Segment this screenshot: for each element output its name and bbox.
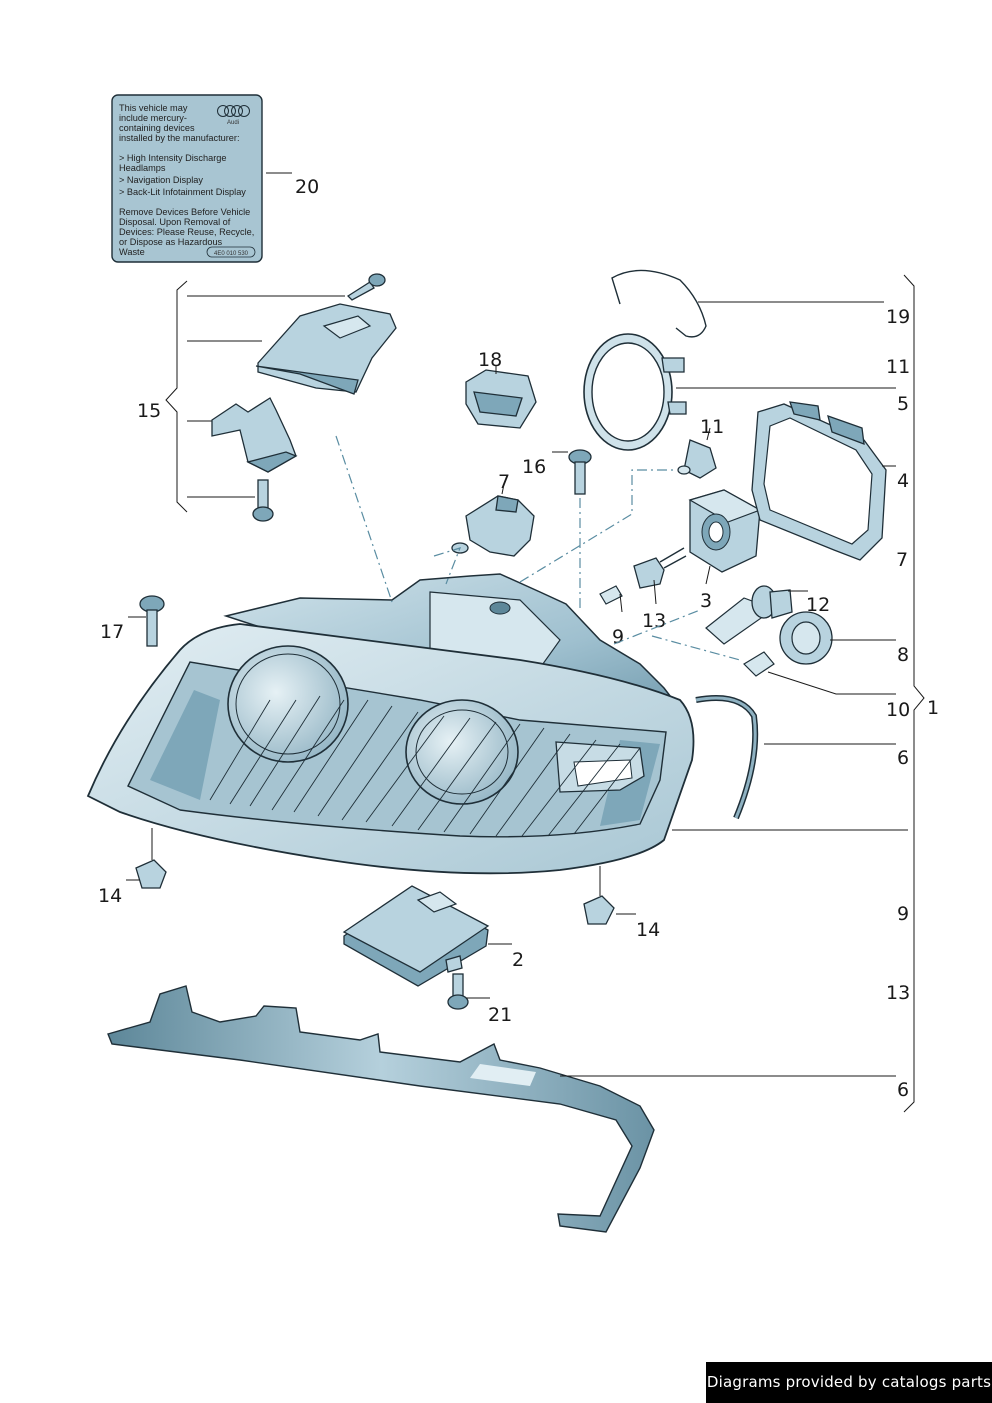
label-line: Waste <box>119 247 145 257</box>
label-line: containing devices <box>119 123 195 133</box>
label-line: Disposal. Upon Removal of <box>119 217 231 227</box>
callout-18: 18 <box>478 349 502 371</box>
label-line: > Navigation Display <box>119 175 203 185</box>
label-line: > High Intensity Discharge <box>119 153 227 163</box>
callout-16: 16 <box>522 456 546 478</box>
label-line: or Dispose as Hazardous <box>119 237 223 247</box>
callout-9-right: 9 <box>897 903 909 925</box>
label-part-number: 4E0 010 530 <box>214 251 249 257</box>
callout-5: 5 <box>897 393 909 415</box>
label-line: This vehicle may <box>119 103 188 113</box>
ignitor-unit-icon <box>688 489 762 573</box>
screw-17-icon <box>139 595 165 647</box>
callout-14-right: 14 <box>636 919 660 941</box>
callout-13-right: 13 <box>886 982 910 1004</box>
callout-11-left: 11 <box>700 416 724 438</box>
callout-14-left: 14 <box>98 885 122 907</box>
callout-6-bottom: 6 <box>897 1079 909 1101</box>
label-line: include mercury- <box>119 113 187 123</box>
clip-nut-left-icon <box>135 859 167 889</box>
callout-2: 2 <box>512 949 524 971</box>
callout-4: 4 <box>897 470 909 492</box>
leveling-actuator-icon <box>451 495 535 557</box>
bracket-lower-screw-icon <box>252 479 274 522</box>
seal-strip-icon <box>695 695 759 820</box>
cover-cap-icon <box>751 401 887 561</box>
callout-17: 17 <box>100 621 124 643</box>
credit-banner: Diagrams provided by catalogs parts <box>706 1362 992 1403</box>
bracket-screw-icon <box>346 273 386 301</box>
callout-12: 12 <box>806 594 830 616</box>
lens-hatching <box>209 695 641 837</box>
mercury-warning-label: Audi This vehicle may include mercury- c… <box>111 94 263 263</box>
callout-19: 19 <box>886 306 910 328</box>
callout-13-left: 13 <box>642 610 666 632</box>
label-line: installed by the manufacturer: <box>119 133 240 143</box>
label-line: Devices: Please Reuse, Recycle, <box>119 227 254 237</box>
callout-10: 10 <box>886 699 910 721</box>
callout-6-right: 6 <box>897 747 909 769</box>
ballast-control-unit-icon <box>342 885 490 987</box>
label-line: Headlamps <box>119 163 166 173</box>
mounting-bracket-icon <box>255 303 397 395</box>
small-bulb-icon <box>599 585 623 605</box>
xenon-bulb-icon <box>705 585 793 645</box>
bulb-h7-icon <box>677 439 717 479</box>
label-line: > Back-Lit Infotainment Display <box>119 187 246 197</box>
audi-rings-logo <box>217 105 250 117</box>
trim-strip-icon <box>107 985 655 1233</box>
main-assembly-brace <box>560 274 925 1113</box>
bracket-clip-icon <box>211 397 298 473</box>
screw-21-icon <box>447 973 469 1010</box>
side-bulb-icon <box>743 651 775 677</box>
callout-20: 20 <box>295 176 319 198</box>
label-line: Remove Devices Before Vehicle <box>119 207 250 217</box>
callout-11-right: 11 <box>886 356 910 378</box>
connector-housing-icon <box>465 369 537 429</box>
callout-8: 8 <box>897 644 909 666</box>
callout-15: 15 <box>137 400 161 422</box>
headlamp-assembly <box>86 573 695 875</box>
clip-nut-right-icon <box>583 895 615 925</box>
callout-9-left: 9 <box>612 626 624 648</box>
callout-3: 3 <box>700 590 712 612</box>
retaining-clip-icon <box>611 269 707 338</box>
callout-7-right: 7 <box>896 549 908 571</box>
bracket-group-15: 15 <box>137 273 397 522</box>
label-brand: Audi <box>227 120 239 126</box>
gasket-ring-icon <box>583 333 687 451</box>
bulb-socket-icon <box>633 547 687 589</box>
callout-21: 21 <box>488 1004 512 1026</box>
screw-16-icon <box>568 449 592 495</box>
bulb-holder-icon <box>779 611 833 665</box>
callout-7-left: 7 <box>498 471 510 493</box>
callout-1: 1 <box>927 697 939 719</box>
